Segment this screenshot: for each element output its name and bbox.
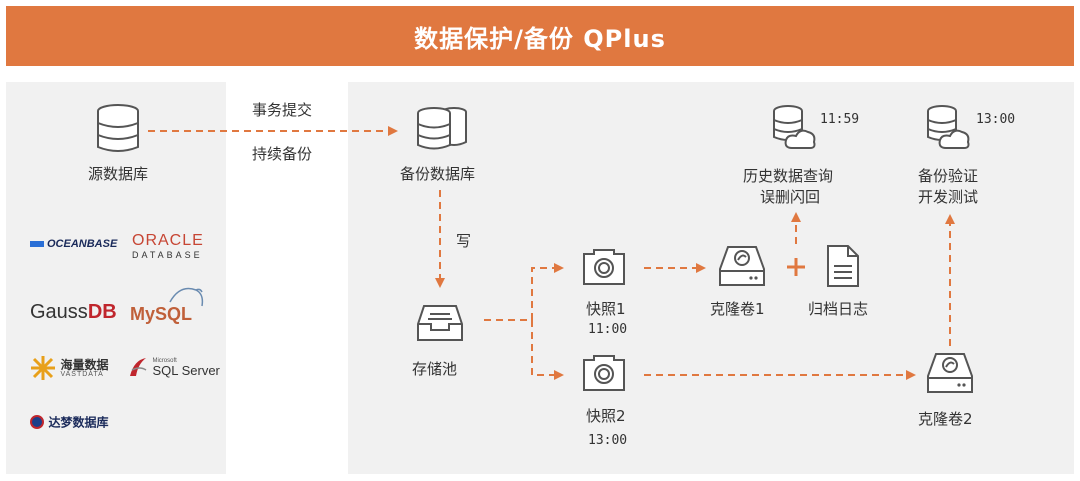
vastdata-logo: 海量数据 VASTDATA	[30, 355, 108, 381]
snapshot1-label: 快照1	[586, 300, 626, 318]
transaction-commit-label: 事务提交	[252, 101, 313, 119]
backup-database-icon	[417, 107, 467, 150]
oracle-logo: ORACLE DATABASE	[132, 232, 204, 260]
page-title: 数据保护/备份 QPlus	[414, 24, 666, 53]
history-line1: 历史数据查询	[743, 167, 834, 185]
vastdata-mark-icon	[31, 356, 55, 380]
mysql-logo: MySQL	[130, 287, 204, 324]
gaussdb-logo: GaussDB	[30, 301, 117, 323]
verify-time: 13:00	[976, 112, 1016, 127]
sqlserver-logo: Microsoft SQL Server	[128, 356, 220, 378]
inbox-tray-icon	[417, 305, 463, 341]
title-banner: 数据保护/备份 QPlus	[6, 6, 1074, 66]
verify-line1: 备份验证	[918, 167, 979, 185]
dameng-logo: 达梦数据库	[30, 413, 108, 431]
arrow-pool-to-snapshot2	[531, 320, 564, 380]
history-line2: 误删闪回	[760, 188, 821, 206]
dolphin-icon	[169, 287, 204, 307]
sqlserver-mark-icon	[130, 358, 147, 376]
plus-icon	[787, 258, 805, 276]
dameng-mark-icon	[30, 414, 44, 429]
write-label: 写	[456, 232, 472, 250]
history-time: 11:59	[820, 112, 860, 127]
snapshot1-time: 11:00	[588, 322, 628, 337]
oceanbase-mark-icon	[30, 241, 44, 248]
source-db-label: 源数据库	[88, 165, 149, 183]
continuous-backup-label: 持续备份	[252, 145, 313, 163]
camera-icon	[583, 249, 625, 285]
disk-icon	[719, 246, 765, 286]
camera-icon	[583, 355, 625, 391]
disk-icon	[927, 353, 973, 393]
clone1-label: 克隆卷1	[710, 300, 765, 318]
clone2-label: 克隆卷2	[918, 410, 973, 428]
database-icon	[97, 104, 139, 152]
snapshot2-time: 13:00	[588, 433, 628, 448]
arrow-pool-split	[484, 263, 564, 321]
verify-line2: 开发测试	[918, 188, 979, 206]
database-cloud-icon	[927, 105, 970, 149]
oceanbase-logo: OCEANBASE	[30, 238, 117, 250]
backup-db-label: 备份数据库	[400, 165, 476, 183]
storage-pool-label: 存储池	[412, 360, 458, 378]
database-cloud-icon	[773, 105, 816, 149]
snapshot2-label: 快照2	[586, 407, 626, 425]
document-icon	[827, 245, 859, 287]
archive-log-label: 归档日志	[808, 300, 869, 318]
